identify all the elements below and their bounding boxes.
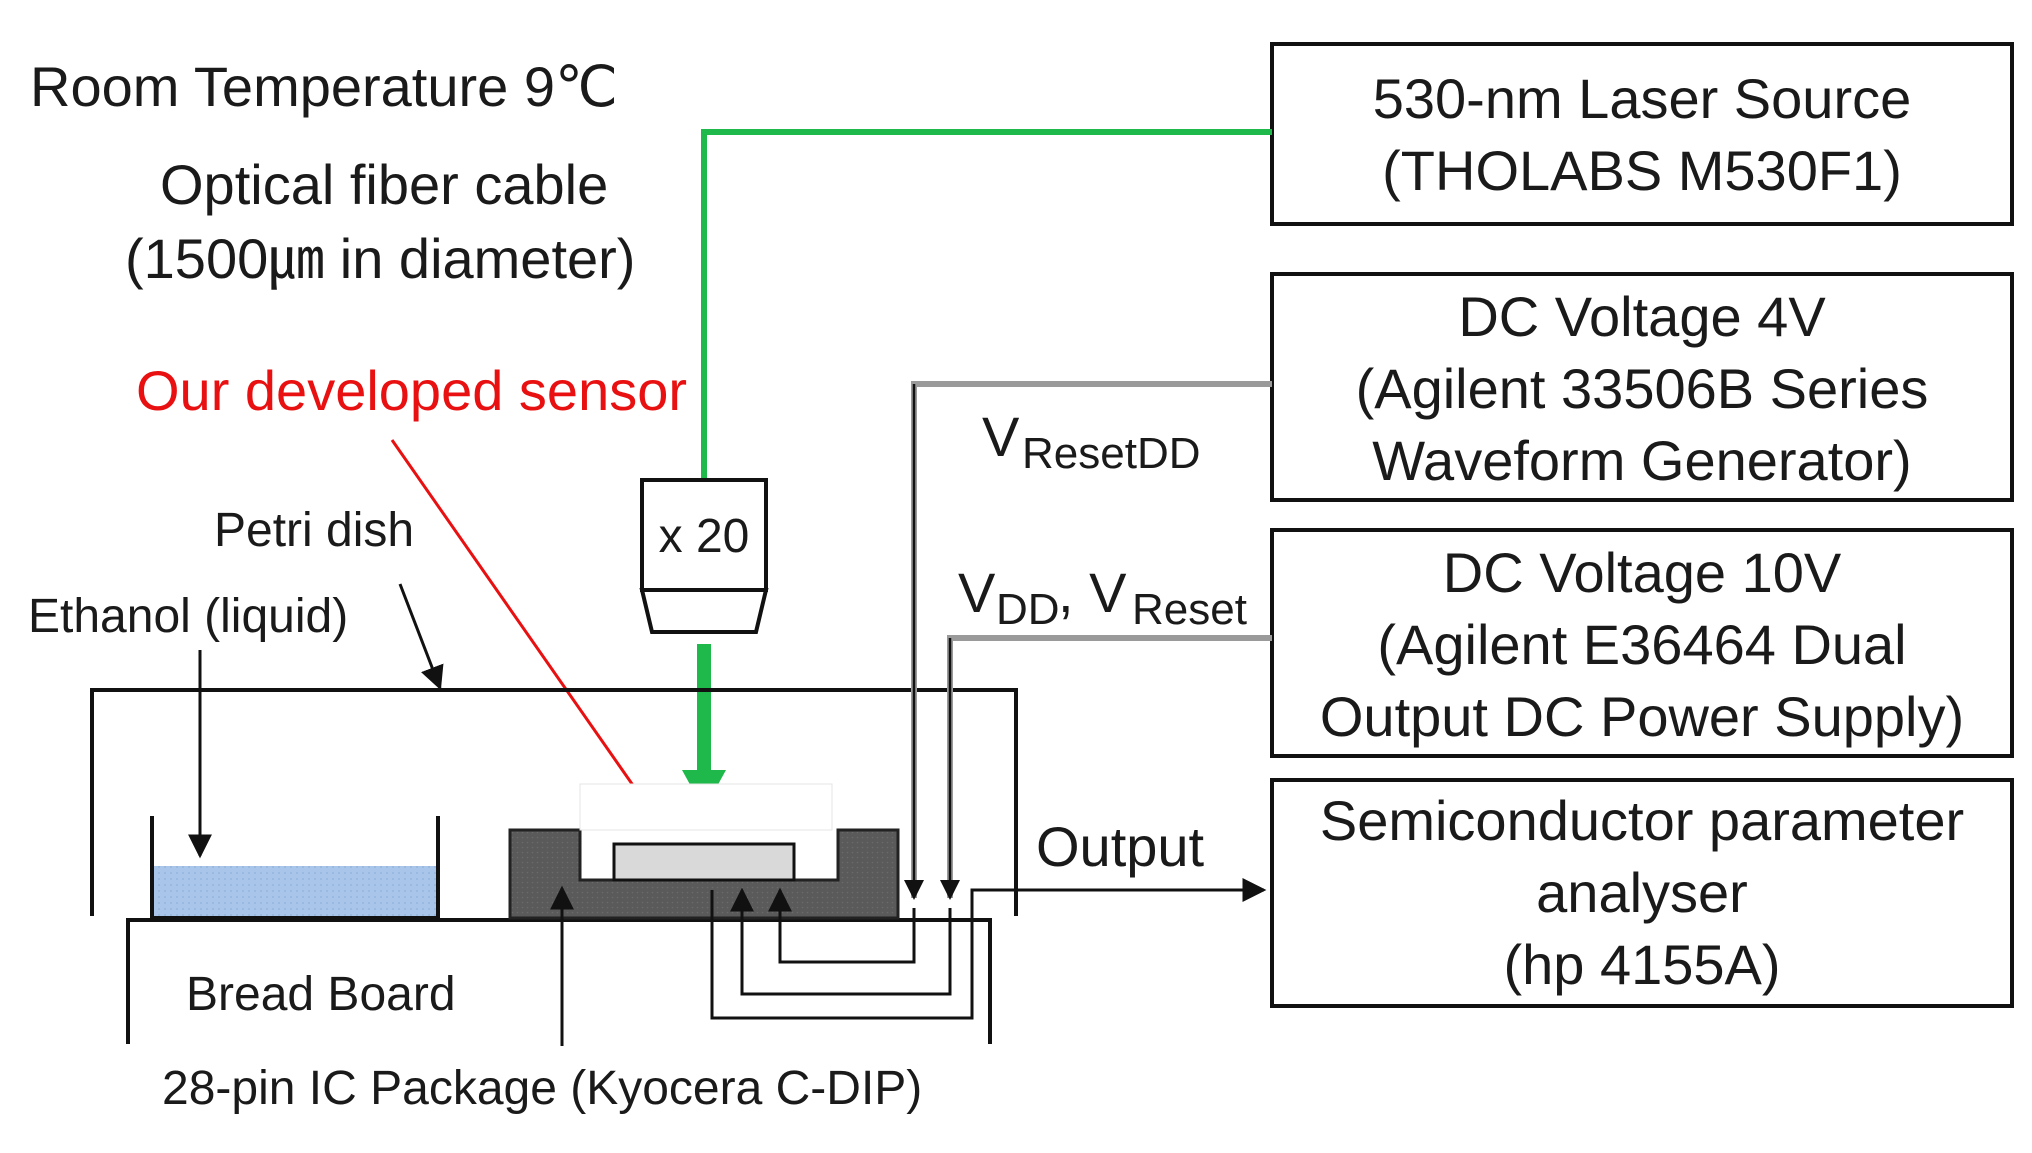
- vreset-main: , V: [1058, 561, 1127, 624]
- objective-lens: x 20: [639, 478, 769, 634]
- petri-dish-label: Petri dish: [214, 504, 414, 557]
- box-10v-line3: Output DC Power Supply): [1320, 685, 1964, 748]
- box-10v-line2: (Agilent E36464 Dual: [1377, 613, 1906, 676]
- vreset-subscript: Reset: [1132, 585, 1247, 634]
- petri-dish-pointer: [398, 583, 444, 691]
- pin-loop-outer: [710, 890, 974, 1020]
- sensor-pointer-arrow: [390, 439, 662, 826]
- box-laser-line2: (THOLABS M530F1): [1382, 139, 1902, 202]
- bread-board: [126, 918, 992, 1044]
- fiber-label-line1: Optical fiber cable: [160, 153, 608, 216]
- vresetdd-main: V: [982, 405, 1020, 468]
- box-10v-line1: DC Voltage 10V: [1443, 541, 1842, 604]
- optical-fiber-line: [701, 129, 1272, 480]
- ic-package: [508, 783, 900, 920]
- objective-magnification: x 20: [659, 510, 750, 563]
- box-dc-voltage-4v: DC Voltage 4V (Agilent 33506B Series Wav…: [1270, 272, 2014, 502]
- box-analyser-line3: (hp 4155A): [1503, 933, 1780, 996]
- box-laser-source: 530-nm Laser Source (THOLABS M530F1): [1270, 42, 2014, 226]
- pin-loop-middle: [730, 887, 952, 996]
- vdd-subscript: DD: [996, 585, 1060, 634]
- sensor-chip: [612, 842, 796, 882]
- output-label: Output: [1036, 815, 1205, 878]
- fiber-label-line2: (1500㎛ in diameter): [125, 227, 635, 291]
- box-dc-voltage-10v: DC Voltage 10V (Agilent E36464 Dual Outp…: [1270, 528, 2014, 758]
- box-analyser-line2: analyser: [1536, 861, 1748, 924]
- ic-package-label: 28-pin IC Package (Kyocera C-DIP): [162, 1062, 922, 1115]
- vresetdd-subscript: ResetDD: [1022, 429, 1201, 478]
- room-temperature-label: Room Temperature 9℃: [30, 55, 618, 118]
- box-4v-line3: Waveform Generator): [1372, 429, 1911, 492]
- box-analyser-line1: Semiconductor parameter: [1320, 789, 1964, 852]
- box-4v-line1: DC Voltage 4V: [1458, 285, 1826, 348]
- wire-output: [970, 878, 1267, 918]
- vresetdd-label: V ResetDD: [982, 405, 1201, 478]
- box-laser-line1: 530-nm Laser Source: [1373, 67, 1912, 130]
- ethanol-label: Ethanol (liquid): [28, 590, 348, 643]
- bread-board-label: Bread Board: [186, 968, 456, 1021]
- vdd-main: V: [958, 561, 996, 624]
- petri-dish: [90, 688, 1018, 916]
- ethanol-container: [150, 816, 440, 920]
- box-4v-line2: (Agilent 33506B Series: [1356, 357, 1929, 420]
- sensor-label: Our developed sensor: [136, 359, 687, 422]
- pin-loop-inner: [768, 887, 916, 964]
- vdd-vreset-label: V DD , V Reset: [958, 561, 1247, 634]
- box-parameter-analyser: Semiconductor parameter analyser (hp 415…: [1270, 778, 2014, 1008]
